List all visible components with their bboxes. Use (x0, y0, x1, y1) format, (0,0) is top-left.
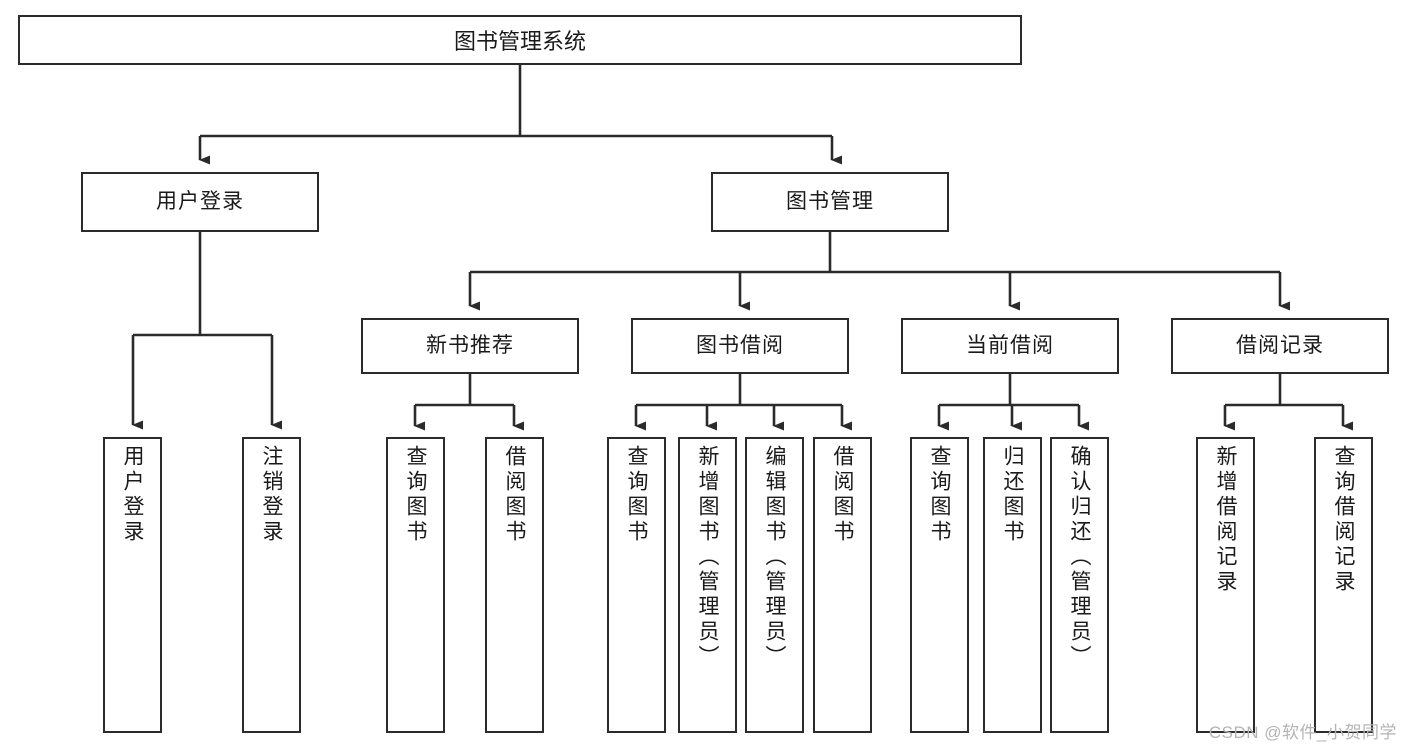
leaf-label: 借阅图书 (503, 445, 526, 545)
node-leaf-confirm-return-admin[interactable]: 确认归还（管理员） (1050, 437, 1109, 733)
leaf-label: 查询图书 (625, 445, 648, 545)
leaf-label: 查询借阅记录 (1332, 445, 1355, 595)
node-level3-book-borrowing[interactable]: 图书借阅 (631, 318, 849, 374)
edge-record-to-leaves (1223, 374, 1353, 431)
node-level3-new-book-recommendation[interactable]: 新书推荐 (361, 318, 579, 374)
edge-borrow-to-leaves (634, 374, 852, 431)
edge-newbook-to-leaves (413, 374, 524, 431)
node-leaf-edit-book-admin[interactable]: 编辑图书（管理员） (745, 437, 804, 733)
node-level2-book-management[interactable]: 图书管理 (711, 172, 949, 232)
node-level2-user-login[interactable]: 用户登录 (81, 172, 319, 232)
csdn-watermark: CSDN @软件_小贺同学 (1208, 723, 1397, 742)
node-leaf-return-books[interactable]: 归还图书 (983, 437, 1042, 733)
node-leaf-query-books-borrow[interactable]: 查询图书 (607, 437, 666, 733)
leaf-label: 借阅图书 (831, 445, 854, 545)
node-level3-current-borrowing[interactable]: 当前借阅 (901, 318, 1119, 374)
leaf-label: 编辑图书（管理员） (763, 445, 786, 670)
leaf-label: 新增图书（管理员） (696, 445, 719, 670)
node-leaf-borrow-books[interactable]: 借阅图书 (813, 437, 872, 733)
node-root-book-management-system[interactable]: 图书管理系统 (18, 15, 1022, 65)
leaf-label: 归还图书 (1001, 445, 1024, 545)
edge-current-to-leaves (937, 374, 1089, 431)
node-leaf-query-books-current[interactable]: 查询图书 (910, 437, 969, 733)
node-leaf-add-borrow-record[interactable]: 新增借阅记录 (1196, 437, 1255, 733)
leaf-label: 确认归还（管理员） (1068, 445, 1091, 670)
edge-root-to-level2 (198, 65, 842, 165)
edge-userlogin-to-leaves (131, 232, 282, 430)
leaf-label: 用户登录 (121, 445, 144, 545)
node-leaf-query-borrow-record[interactable]: 查询借阅记录 (1314, 437, 1373, 733)
node-leaf-query-books-newbook[interactable]: 查询图书 (386, 437, 445, 733)
leaf-label: 注销登录 (260, 445, 283, 545)
edge-bookmgmt-to-level3 (468, 232, 1290, 311)
leaf-label: 新增借阅记录 (1214, 445, 1237, 595)
node-leaf-add-book-admin[interactable]: 新增图书（管理员） (678, 437, 737, 733)
node-leaf-borrow-books-newbook[interactable]: 借阅图书 (485, 437, 544, 733)
leaf-label: 查询图书 (928, 445, 951, 545)
leaf-label: 查询图书 (404, 445, 427, 545)
node-leaf-logout[interactable]: 注销登录 (242, 437, 301, 733)
node-leaf-user-login[interactable]: 用户登录 (103, 437, 162, 733)
node-level3-borrow-records[interactable]: 借阅记录 (1171, 318, 1389, 374)
